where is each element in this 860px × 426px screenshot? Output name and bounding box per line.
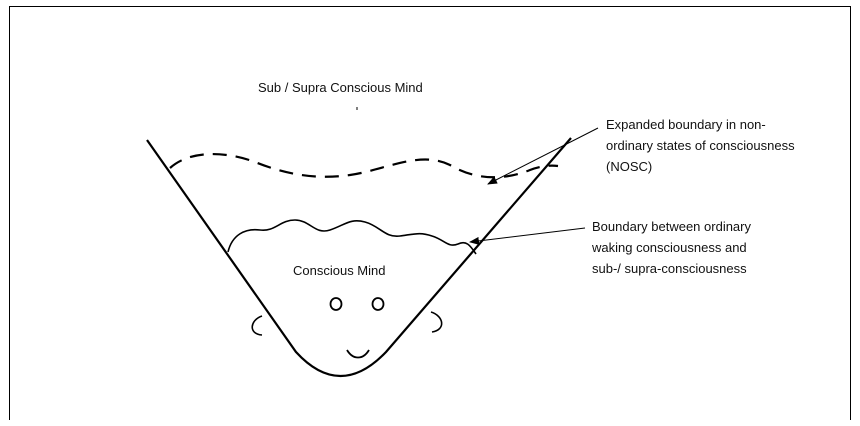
ordinary-boundary-arrow [469, 227, 586, 245]
expanded-boundary-label-line-2: ordinary states of consciousness [606, 138, 795, 153]
right-ear-icon [430, 311, 443, 333]
smile-icon [346, 349, 370, 359]
ordinary-boundary-line [227, 219, 477, 255]
right-eye-icon [371, 297, 385, 311]
expanded-boundary-arrow [487, 127, 599, 185]
expanded-boundary-line [169, 153, 559, 179]
left-eye-icon [329, 297, 343, 311]
expanded-boundary-label-line-3: (NOSC) [606, 159, 652, 174]
outer-region-label: Sub / Supra Conscious Mind [258, 80, 423, 95]
vessel-outline [146, 137, 572, 377]
ordinary-boundary-label-line-1: Boundary between ordinary [592, 219, 751, 234]
expanded-boundary-label-line-1: Expanded boundary in non- [606, 117, 766, 132]
ordinary-boundary-label-line-3: sub-/ supra-consciousness [592, 261, 747, 276]
inner-region-label: Conscious Mind [293, 263, 386, 278]
left-ear-icon [251, 315, 263, 336]
diagram-frame [9, 6, 851, 420]
ordinary-boundary-label-line-2: waking consciousness and [591, 240, 747, 255]
